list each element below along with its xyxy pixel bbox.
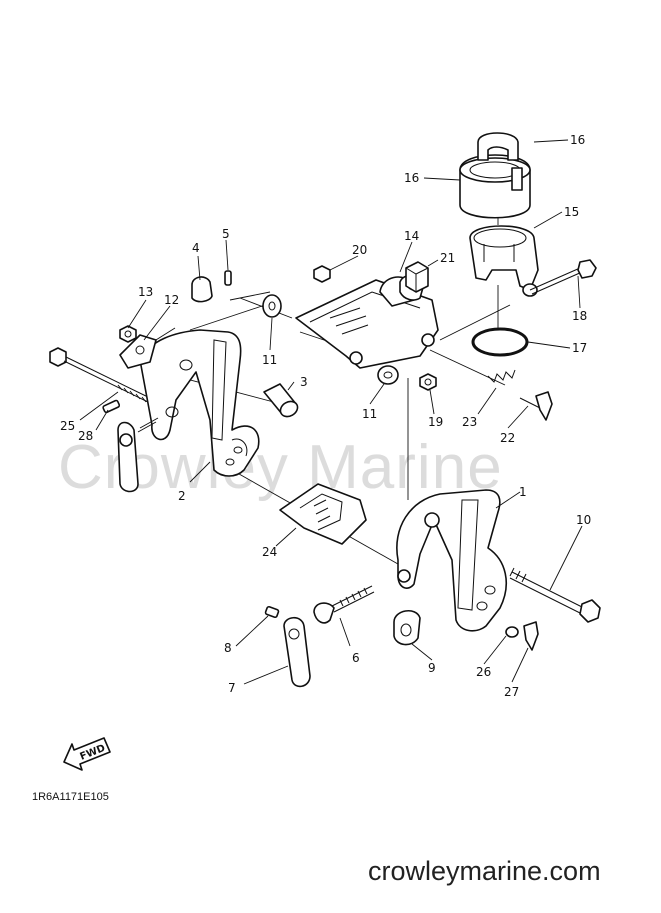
part-9-pad — [393, 610, 421, 646]
site-label: crowleymarine.com — [368, 856, 601, 886]
callout-labels: 1 2 3 4 5 6 7 8 9 10 11 11 12 13 14 15 1… — [60, 133, 591, 699]
callout-19: 19 — [428, 415, 443, 429]
callout-6: 6 — [352, 651, 360, 665]
part-19-nut — [419, 373, 437, 391]
callout-18: 18 — [572, 309, 587, 323]
callout-11-upper: 11 — [262, 353, 277, 367]
part-27-wing-nut — [523, 621, 539, 651]
callout-2: 2 — [178, 489, 186, 503]
part-1-clamp-bracket — [396, 489, 508, 632]
callout-9: 9 — [428, 661, 436, 675]
callout-27: 27 — [504, 685, 519, 699]
part-7-handle — [283, 616, 311, 688]
part-5-pin — [224, 270, 232, 286]
callout-24: 24 — [262, 545, 277, 559]
callout-leader-lines — [79, 139, 583, 685]
callout-16-left: 16 — [404, 171, 419, 185]
part-21-stopper — [405, 261, 429, 293]
callout-22: 22 — [500, 431, 515, 445]
callout-28: 28 — [78, 429, 93, 443]
part-15-bushing-housing — [469, 225, 539, 297]
part-4-cap — [191, 276, 213, 303]
callout-23: 23 — [462, 415, 477, 429]
callout-16-top: 16 — [570, 133, 585, 147]
part-2-clamp-bracket — [117, 329, 260, 493]
part-26-washer — [505, 626, 519, 638]
callout-11-lower: 11 — [362, 407, 377, 421]
callout-1: 1 — [519, 485, 527, 499]
part-25-bolt — [49, 347, 151, 403]
callout-26: 26 — [476, 665, 491, 679]
part-23-spring — [487, 369, 516, 383]
part-11-washer-upper — [262, 294, 282, 318]
part-24-tilt-holder — [279, 483, 367, 545]
part-16-bushing — [459, 132, 531, 219]
part-20-nut — [313, 265, 331, 283]
callout-20: 20 — [352, 243, 367, 257]
callout-12: 12 — [164, 293, 179, 307]
part-11-washer-lower — [377, 365, 399, 385]
part-13-nut — [119, 325, 137, 343]
part-3-collar — [263, 383, 299, 418]
callout-25: 25 — [60, 419, 75, 433]
callout-14: 14 — [404, 229, 419, 243]
callout-17: 17 — [572, 341, 587, 355]
callout-3: 3 — [300, 375, 308, 389]
callout-5: 5 — [222, 227, 230, 241]
callout-15: 15 — [564, 205, 579, 219]
part-22-wing-bolt — [519, 391, 553, 421]
part-10-bolt — [509, 567, 601, 623]
part-6-clamp-screw — [313, 585, 375, 624]
part-8-pin — [264, 605, 280, 619]
drawing-code: 1R6A1171E105 — [32, 791, 109, 803]
callout-7: 7 — [228, 681, 236, 695]
forward-direction-marker: FWD — [63, 737, 111, 771]
callout-4: 4 — [192, 241, 200, 255]
part-17-o-ring — [471, 327, 529, 357]
callout-8: 8 — [224, 641, 232, 655]
callout-21: 21 — [440, 251, 455, 265]
callout-13: 13 — [138, 285, 153, 299]
callout-10: 10 — [576, 513, 591, 527]
part-28-pin — [102, 399, 121, 414]
part-18-bolt — [529, 259, 597, 295]
